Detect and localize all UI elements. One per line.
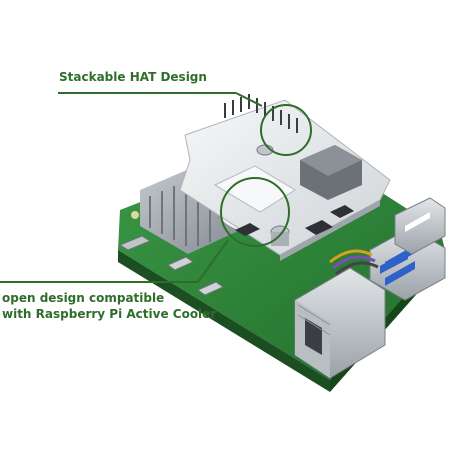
fan-wires [329, 249, 379, 276]
callout-open-design-line2: with Raspberry Pi Active Cooler [2, 307, 217, 322]
callout-graphics [0, 92, 312, 283]
usb-c-port [118, 235, 152, 251]
callout-stackable-hat: Stackable HAT Design [59, 70, 207, 84]
hat-board [179, 99, 391, 261]
micro-hdmi-ports [166, 256, 225, 296]
usb-ports [369, 197, 446, 301]
callout-open-design: open design compatible with Raspberry Pi… [2, 290, 216, 322]
callout-open-design-line1: open design compatible [2, 291, 165, 305]
ethernet-port [294, 267, 386, 379]
